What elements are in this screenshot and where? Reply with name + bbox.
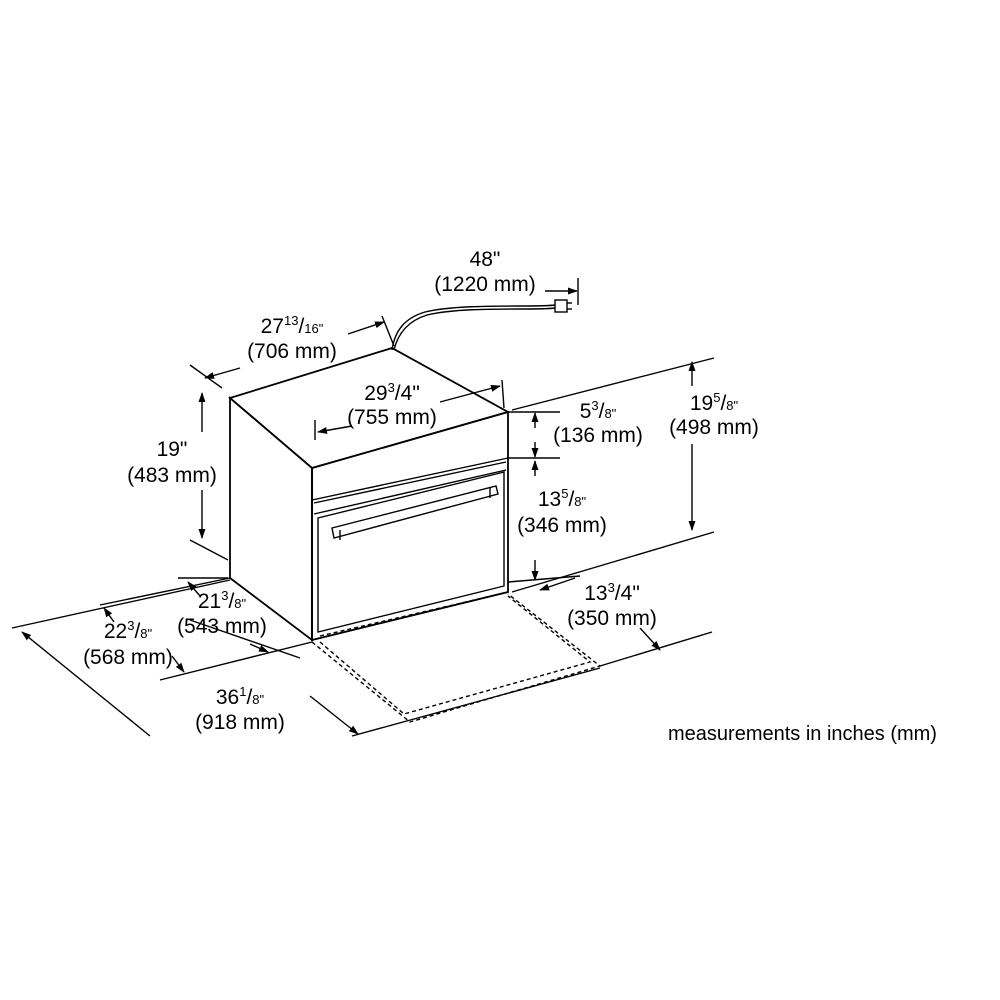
door-open-footprint xyxy=(311,593,602,723)
cord-length-in: 48" xyxy=(470,248,501,271)
door-height-mm: (346 mm) xyxy=(517,514,607,537)
cutout-height-mm: (498 mm) xyxy=(669,416,759,439)
door-handle xyxy=(331,485,499,539)
depth-inner-mm: (543 mm) xyxy=(177,615,267,638)
dimension-labels: 48" (1220 mm) 2713/16" (706 mm) 293/4" (… xyxy=(83,248,937,745)
units-note: measurements in inches (mm) xyxy=(668,723,937,745)
appliance-body xyxy=(228,347,511,642)
cord-length-mm: (1220 mm) xyxy=(434,273,536,296)
top-panel-in: 53/8" xyxy=(580,398,617,423)
open-depth-mm: (918 mm) xyxy=(195,711,285,734)
total-height-mm: (483 mm) xyxy=(127,464,217,487)
plug xyxy=(554,299,568,313)
total-height-in: 19" xyxy=(157,438,188,461)
depth-side-in: 2713/16" xyxy=(261,313,324,338)
cutout-height-in: 195/8" xyxy=(690,390,739,415)
top-panel-edge xyxy=(311,457,509,501)
dimension-lines xyxy=(11,278,715,737)
top-panel-mm: (136 mm) xyxy=(553,424,643,447)
door-panel xyxy=(317,471,505,633)
front-width-mm: (755 mm) xyxy=(347,406,437,429)
power-cord xyxy=(391,299,572,351)
depth-outer-in: 223/8" xyxy=(104,618,153,643)
front-width-in: 293/4" xyxy=(364,380,420,405)
depth-side-mm: (706 mm) xyxy=(247,340,337,363)
open-depth-in: 361/8" xyxy=(216,684,265,709)
door-height-in: 135/8" xyxy=(538,486,587,511)
open-clearance-in: 133/4" xyxy=(584,580,640,605)
door-top-edge xyxy=(313,469,507,515)
depth-outer-mm: (568 mm) xyxy=(83,646,173,669)
depth-inner-in: 213/8" xyxy=(198,588,247,613)
open-clearance-mm: (350 mm) xyxy=(567,607,657,630)
